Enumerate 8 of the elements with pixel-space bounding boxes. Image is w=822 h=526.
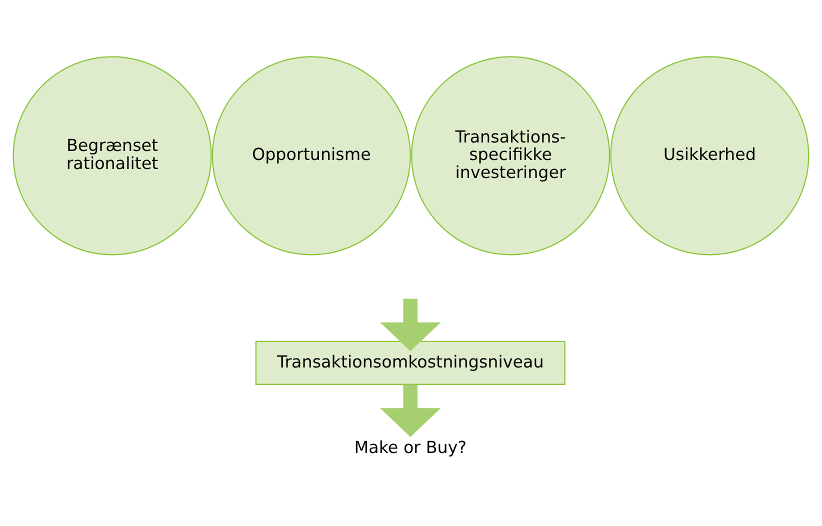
arrow (380, 298, 441, 351)
node-circle: Opportunisme (212, 56, 411, 255)
arrow (380, 384, 441, 437)
node-circle: Begrænset rationalitet (12, 56, 212, 255)
node-circle: Usikkerhed (610, 56, 810, 255)
node-box: Transaktionsomkostningsniveau (255, 340, 566, 384)
node-circle: Transaktions-specifikke investeringer (411, 56, 610, 255)
node-text: Make or Buy? (354, 438, 467, 457)
